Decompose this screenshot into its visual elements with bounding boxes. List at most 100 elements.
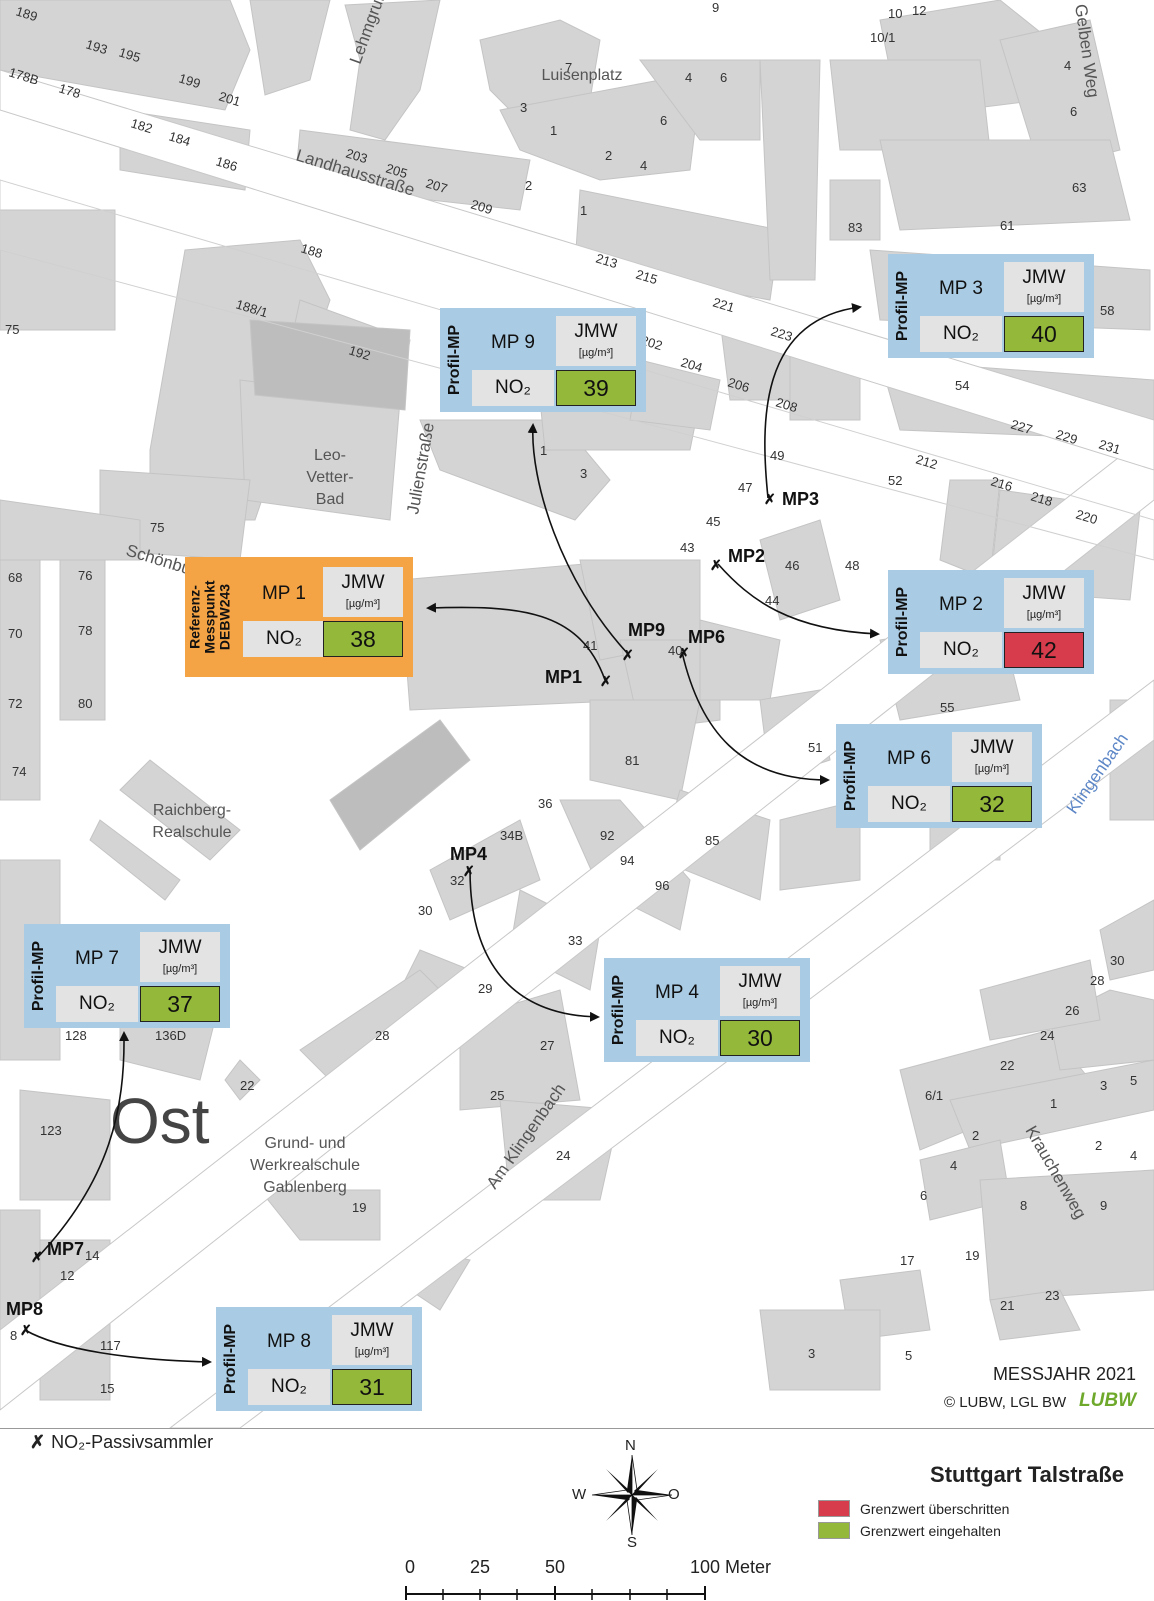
mp4-name: MP 4	[654, 982, 699, 1003]
svg-text:74: 74	[12, 764, 26, 779]
mp9-box[interactable]: Profil-MP MP 9 JMW[µg/m³] NO₂ 39	[440, 308, 646, 412]
mp7-box[interactable]: Profil-MP MP 7 JMW[µg/m³] NO₂ 37	[24, 924, 230, 1028]
scale-bar	[405, 1586, 706, 1600]
mp2-box[interactable]: Profil-MP MP 2 JMW[µg/m³] NO₂ 42	[888, 570, 1094, 674]
map-canvas[interactable]: Landhausstraße Julienstraße Am Klingenba…	[0, 0, 1154, 1428]
arrow-mp4	[469, 869, 600, 1022]
svg-text:231: 231	[1097, 437, 1122, 458]
svg-text:4: 4	[950, 1158, 957, 1173]
svg-text:10: 10	[888, 6, 902, 21]
svg-text:9: 9	[1100, 1198, 1107, 1213]
mp7-side-label: Profil-MP	[30, 940, 47, 1012]
svg-text:81: 81	[625, 753, 639, 768]
mp3-box[interactable]: Profil-MP MP 3 JMW[µg/m³] NO₂ 40	[888, 254, 1094, 358]
mp8-box[interactable]: Profil-MP MP 8 JMW[µg/m³] NO₂ 31	[216, 1307, 422, 1411]
mp4-jmw: JMW[µg/m³]	[720, 966, 800, 1016]
legend-exceeded: Grenzwert überschritten	[818, 1500, 1009, 1517]
legend-kept: Grenzwert eingehalten	[818, 1522, 1001, 1539]
svg-text:5: 5	[905, 1348, 912, 1363]
mp2-jmw: JMW[µg/m³]	[1004, 578, 1084, 628]
svg-text:223: 223	[769, 324, 794, 345]
svg-text:216: 216	[989, 474, 1014, 495]
mp1-box[interactable]: Referenz-Messpunkt DEBW243 MP 1 JMW[µg/m…	[185, 557, 413, 677]
svg-text:44: 44	[765, 593, 779, 608]
svg-text:7: 7	[565, 60, 572, 75]
mp2-name: MP 2	[938, 594, 983, 615]
svg-text:75: 75	[150, 520, 164, 535]
svg-text:29: 29	[478, 981, 492, 996]
svg-text:25: 25	[490, 1088, 504, 1103]
compass-east: O	[668, 1486, 680, 1503]
sampler-marker-mp1[interactable]: ✗	[600, 673, 612, 689]
svg-text:96: 96	[655, 878, 669, 893]
svg-text:19: 19	[965, 1248, 979, 1263]
sampler-marker-mp2[interactable]: ✗	[710, 557, 722, 573]
mp4-box[interactable]: Profil-MP MP 4 JMW[µg/m³] NO₂ 30	[604, 958, 810, 1062]
compass-north: N	[625, 1437, 636, 1454]
svg-text:199: 199	[177, 71, 202, 92]
mp-label-mp8: MP8	[6, 1299, 43, 1319]
svg-text:2: 2	[605, 148, 612, 163]
svg-text:184: 184	[167, 129, 192, 150]
mp6-box[interactable]: Profil-MP MP 6 JMW[µg/m³] NO₂ 32	[836, 724, 1042, 828]
mp1-param: NO₂	[243, 621, 325, 657]
map-border	[0, 1428, 1154, 1429]
legend-kept-label: Grenzwert eingehalten	[860, 1522, 1001, 1539]
svg-text:2: 2	[1095, 1138, 1102, 1153]
legend-exceeded-swatch	[818, 1500, 850, 1517]
svg-text:215: 215	[634, 267, 659, 288]
svg-text:22: 22	[1000, 1058, 1014, 1073]
svg-text:12: 12	[912, 3, 926, 18]
svg-text:1: 1	[540, 443, 547, 458]
sampler-marker-mp8[interactable]: ✗	[20, 1322, 32, 1338]
svg-text:3: 3	[580, 466, 587, 481]
sampler-marker-mp9[interactable]: ✗	[622, 647, 634, 663]
svg-text:58: 58	[1100, 303, 1114, 318]
sampler-marker-mp6[interactable]: ✗	[678, 645, 690, 661]
svg-text:94: 94	[620, 853, 634, 868]
mp3-param: NO₂	[920, 316, 1002, 352]
mp9-value: 39	[556, 370, 636, 406]
svg-text:205: 205	[384, 161, 409, 182]
svg-text:24: 24	[556, 1148, 570, 1163]
road-talstrasse	[0, 429, 1154, 1411]
mp3-name: MP 3	[938, 278, 983, 299]
svg-text:15: 15	[100, 1381, 114, 1396]
svg-text:78: 78	[78, 623, 92, 638]
sampler-marker-mp3[interactable]: ✗	[764, 491, 776, 507]
svg-text:207: 207	[424, 176, 449, 197]
svg-text:229: 229	[1054, 427, 1079, 448]
lubw-logo: LUBW	[1079, 1390, 1136, 1411]
svg-text:117: 117	[100, 1338, 121, 1353]
svg-text:189: 189	[14, 4, 39, 25]
arrow-mp3	[764, 303, 862, 499]
svg-text:2: 2	[525, 178, 532, 193]
arrow-mp9	[527, 423, 629, 655]
svg-text:26: 26	[1065, 1003, 1079, 1018]
svg-text:213: 213	[594, 251, 619, 272]
mp6-value: 32	[952, 786, 1032, 822]
house-numbers: 189 193 195 199 201 178B 178 182 184 186…	[5, 0, 1137, 1396]
svg-text:41: 41	[583, 638, 597, 653]
svg-text:30: 30	[418, 903, 432, 918]
svg-text:24: 24	[1040, 1028, 1054, 1043]
mp1-side-label: Referenz-Messpunkt DEBW243	[186, 580, 233, 654]
scale-label-25: 25	[470, 1557, 491, 1577]
svg-text:178: 178	[57, 81, 82, 102]
svg-text:5: 5	[1130, 1073, 1137, 1088]
arrow-mp8	[24, 1329, 212, 1367]
mp-label-mp2: MP2	[728, 546, 765, 566]
sampler-marker-mp7[interactable]: ✗	[31, 1249, 43, 1265]
place-leo-vetter-bad: Leo-Vetter-Bad	[306, 447, 353, 508]
mp4-param: NO₂	[636, 1020, 718, 1056]
svg-text:182: 182	[129, 116, 154, 137]
svg-text:75: 75	[5, 322, 19, 337]
mp6-name: MP 6	[886, 748, 931, 769]
arrow-mp2	[717, 563, 880, 639]
svg-text:12: 12	[60, 1268, 74, 1283]
copyright-text: © LUBW, LGL BW	[944, 1394, 1067, 1411]
sampler-marker-mp4[interactable]: ✗	[463, 863, 475, 879]
svg-text:92: 92	[600, 828, 614, 843]
mp8-name: MP 8	[266, 1331, 311, 1352]
svg-text:3: 3	[520, 100, 527, 115]
